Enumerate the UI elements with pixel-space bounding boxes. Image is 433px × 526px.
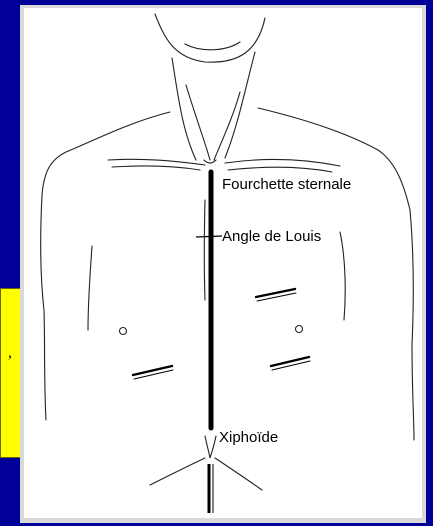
angle-tick: [196, 236, 222, 237]
neck-left: [172, 58, 196, 160]
clavicle-right: [225, 160, 340, 166]
sternum-shadow: [204, 200, 205, 300]
abdomen-left: [150, 458, 205, 485]
arm-left-inner: [88, 246, 92, 330]
xiphoid-mark: [205, 436, 216, 458]
clavicle-left-2: [112, 166, 200, 170]
nipple-left: [120, 328, 127, 335]
rib-mark-left-lower: [133, 366, 172, 375]
label-fourchette-sternale: Fourchette sternale: [222, 176, 351, 193]
rib-mark-right-upper: [256, 289, 295, 297]
rib-mark-right-upper-2: [257, 293, 296, 301]
arm-right-inner: [340, 232, 345, 320]
neck-right: [225, 52, 255, 158]
chin-outline: [155, 14, 265, 62]
neck-tendon-left: [186, 85, 210, 160]
label-xiphoide: Xiphoïde: [219, 429, 278, 446]
clavicle-right-2: [228, 167, 332, 172]
abdomen-right: [215, 458, 262, 490]
nipple-right: [296, 326, 303, 333]
arm-right-outer: [410, 210, 414, 440]
arm-left-outer: [41, 195, 46, 420]
jaw-line: [185, 42, 240, 50]
clavicle-left: [108, 159, 205, 165]
rib-mark-right-lower: [271, 357, 309, 366]
label-angle-de-louis: Angle de Louis: [222, 228, 321, 245]
shoulder-left: [42, 112, 170, 195]
